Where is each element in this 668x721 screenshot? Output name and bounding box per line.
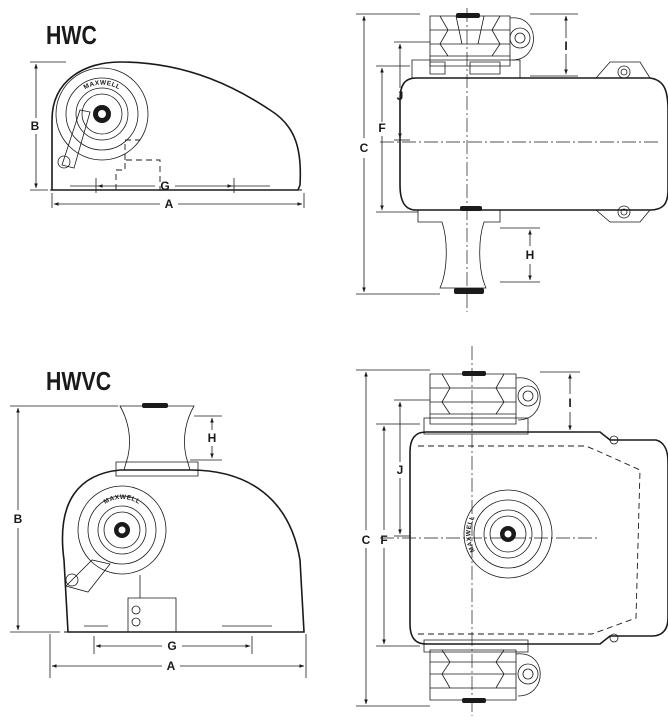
hwvc-dim-i: I <box>568 396 571 410</box>
hwc-drum: MAXWELL <box>55 67 149 161</box>
hwvc-brand-logo: MAXWELL <box>103 494 142 506</box>
hwc-dim-b: B <box>31 119 40 133</box>
hwvc-dim-h: H <box>208 431 217 445</box>
hwvc-top-view: MAXWELL C F J <box>356 346 668 716</box>
hwvc-dim-b: B <box>14 512 23 526</box>
hwc-dim-j: J <box>397 89 404 103</box>
hwvc-side-view: MAXWELL A G B H <box>10 403 307 678</box>
hwc-dim-c: C <box>360 141 369 155</box>
hwc-model-title: HWC <box>46 20 97 50</box>
hwc-brand-logo: MAXWELL <box>83 80 122 92</box>
hwvc-model-title: HWVC <box>46 366 112 396</box>
hwc-side-view: MAXWELL A G B <box>30 61 305 211</box>
hwc-top-view: C F J I H <box>356 8 668 312</box>
hwvc-dim-c: C <box>362 533 371 547</box>
hwvc-dim-a: A <box>167 659 176 673</box>
hwc-dim-a: A <box>165 197 174 211</box>
hwc-dim-f: F <box>378 121 385 135</box>
hwvc-dim-j: J <box>397 463 404 477</box>
hwvc-drum: MAXWELL <box>77 485 167 575</box>
hwvc-dim-f: F <box>380 533 387 547</box>
hwc-dim-g: G <box>160 179 169 193</box>
hwvc-dim-g: G <box>167 639 176 653</box>
hwvc-top-brand-logo: MAXWELL <box>465 515 476 554</box>
hwc-dim-i: I <box>564 39 567 53</box>
hwc-dim-h: H <box>526 248 535 262</box>
